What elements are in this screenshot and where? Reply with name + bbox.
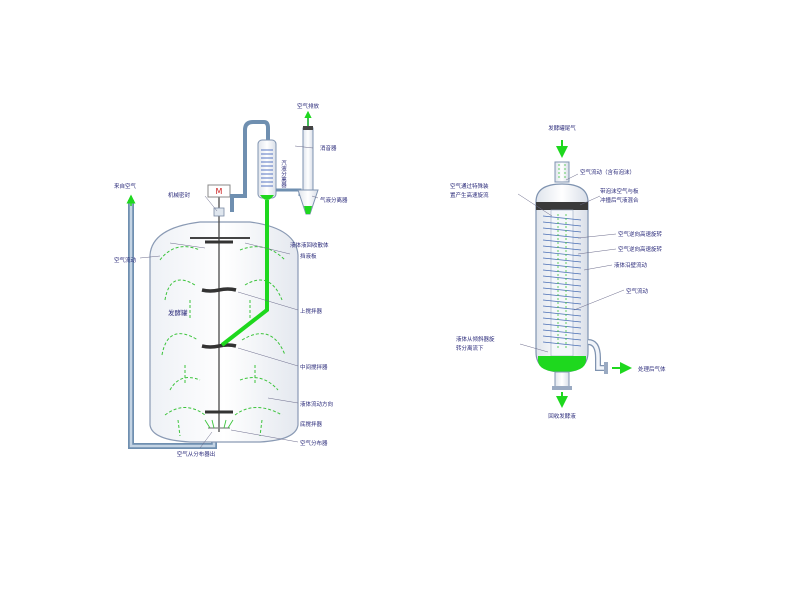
air-bubbles — [204, 419, 234, 429]
fermenter-tail-gas-label: 发酵罐尾气 — [548, 124, 576, 132]
helical-coil-icon — [542, 215, 582, 347]
mix-after-impact-label: 冲撞后气液混合 — [600, 196, 639, 204]
cyclone-separator — [297, 110, 319, 215]
liquid-return-pipe — [220, 200, 269, 347]
liquid-separated-label-1: 液体从倾斜器旋 — [456, 335, 495, 343]
right-leader-lines — [517, 173, 625, 353]
outside-air-label: 来自空气 — [114, 182, 137, 190]
tank-label: 发酵罐 — [168, 308, 188, 317]
air-distributor-label: 空气分布器 — [300, 439, 328, 447]
air-flow-foam-label: 空气流动（含有泡沫） — [580, 168, 635, 176]
right-separator-diagram: 发酵罐尾气 空气流动（含有泡沫） 空气通过特殊装 置产生高速旋流 带泡沫空气与板… — [450, 124, 666, 420]
inlet-flow-icon — [558, 164, 566, 180]
right-air-flow-label: 空气流动 — [626, 287, 649, 295]
separator-coil-icon — [261, 149, 273, 187]
shaft-seal-label: 机械密封 — [168, 191, 191, 199]
fermenter-tank — [149, 221, 299, 443]
separator-column — [230, 120, 277, 212]
baffle-label: 挡液板 — [300, 252, 317, 260]
air-flow-label: 空气流动 — [114, 256, 137, 264]
bottom-agitator-label: 底搅拌器 — [300, 420, 323, 428]
air-reverse-swirl-label-1: 空气逆向高速旋转 — [618, 230, 663, 238]
liquid-separated-label-2: 转分离流下 — [456, 344, 484, 352]
upper-agitator-icon — [201, 287, 237, 293]
recovered-broth-label: 回收发酵液 — [548, 412, 576, 420]
agitators — [201, 240, 237, 414]
inner-air-flow-icon — [557, 214, 567, 350]
motor-label: M — [216, 187, 223, 196]
motor-icon — [207, 184, 231, 198]
separator-vertical-label: 汽液分离器 — [280, 159, 287, 189]
liquid-flow-direction-label: 液体流动方向 — [300, 400, 333, 408]
inlet-pipe — [554, 161, 570, 183]
air-through-device-label: 空气通过特殊装 — [450, 182, 489, 190]
treated-gas-label: 处理后气体 — [638, 365, 666, 373]
high-speed-swirl-label: 置产生高速旋流 — [450, 191, 489, 199]
middle-agitator-label: 中间搅拌器 — [300, 363, 328, 371]
gas-liquid-separator-label: 气液分离器 — [320, 196, 348, 204]
liquid-return-label: 液体液回收散体 — [290, 241, 329, 249]
middle-agitator-icon — [201, 343, 237, 349]
foam-air-plate-label: 带泡沫空气与板 — [600, 187, 639, 195]
collected-liquid — [538, 356, 586, 372]
left-fermenter-diagram: M — [114, 102, 348, 458]
upper-agitator-label: 上搅拌器 — [300, 307, 323, 315]
liquid-along-wall-label: 液体沿壁流动 — [614, 261, 648, 269]
air-from-distributor-label: 空气从分布器出 — [177, 450, 216, 458]
shaft-seal-icon — [213, 207, 225, 217]
air-reverse-swirl-label-2: 空气逆向高速旋转 — [618, 245, 663, 253]
defoamer-label: 消音器 — [320, 144, 337, 152]
cyclone-connection-pipe — [276, 188, 302, 196]
left-leader-lines — [139, 145, 319, 449]
air-exhaust-label: 空气排放 — [297, 102, 320, 110]
bottom-outlet-pipe — [554, 371, 570, 389]
swirl-plate — [536, 202, 588, 210]
